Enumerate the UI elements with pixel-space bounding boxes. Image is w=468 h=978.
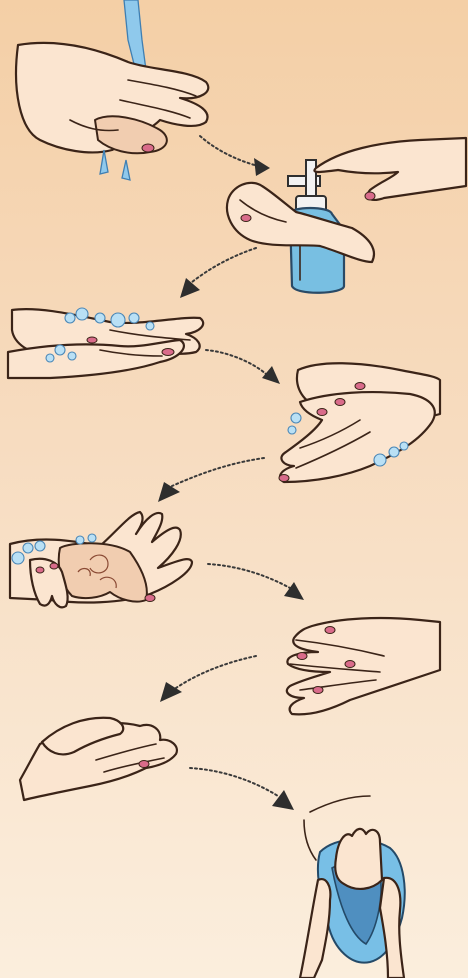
- step-6-interlaced-fingers-icon: [287, 618, 440, 714]
- arrowhead-1: [254, 158, 270, 176]
- arrow-5-to-6: [208, 564, 290, 588]
- arrowhead-7: [272, 790, 294, 810]
- arrow-6-to-7: [176, 656, 256, 688]
- step-2-soap-dispenser-icon: [227, 138, 466, 293]
- arrow-1-to-2: [200, 136, 258, 166]
- step-8-dry-towel-icon: [300, 796, 405, 978]
- step-3-rub-palms-icon: [8, 308, 203, 378]
- step-4-back-of-hands-icon: [279, 363, 440, 482]
- step-7-rinse-hands-icon: [20, 718, 177, 800]
- arrow-2-to-3: [192, 248, 256, 282]
- arrow-4-to-5: [172, 458, 264, 486]
- step-1-wet-hands-icon: [16, 0, 208, 180]
- arrowhead-6: [160, 682, 182, 702]
- step-5-between-fingers-icon: [10, 512, 192, 607]
- arrowhead-3: [262, 366, 280, 384]
- arrowhead-5: [284, 582, 304, 600]
- arrow-3-to-4: [206, 350, 266, 374]
- arrowhead-2: [180, 278, 200, 298]
- arrow-7-to-8: [190, 768, 278, 796]
